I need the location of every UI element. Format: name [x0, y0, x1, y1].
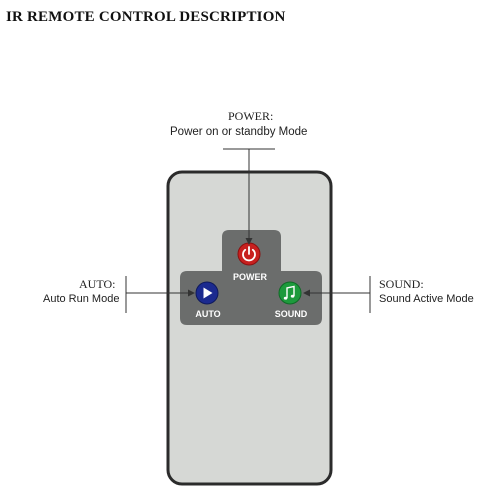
power-button[interactable] — [237, 242, 261, 266]
page-title: IR REMOTE CONTROL DESCRIPTION — [6, 9, 286, 25]
sound-button[interactable] — [278, 281, 302, 305]
play-icon — [203, 287, 213, 299]
sound-button-label: SOUND — [275, 309, 308, 319]
power-callout-title: POWER: — [228, 109, 274, 123]
music-note-icon — [283, 285, 295, 300]
power-callout-description: Power on or standby Mode — [170, 126, 308, 138]
auto-callout-title: AUTO: — [79, 277, 116, 291]
power-icon — [242, 246, 256, 262]
sound-callout-title: SOUND: — [379, 277, 424, 291]
auto-button-label: AUTO — [195, 309, 220, 319]
auto-callout-description: Auto Run Mode — [43, 293, 120, 305]
auto-leader-line — [125, 276, 195, 313]
auto-button[interactable] — [195, 281, 219, 305]
sound-leader-line — [303, 276, 371, 313]
sound-callout-description: Sound Active Mode — [379, 293, 474, 305]
power-leader-line — [223, 148, 275, 245]
power-button-label: POWER — [233, 272, 268, 282]
